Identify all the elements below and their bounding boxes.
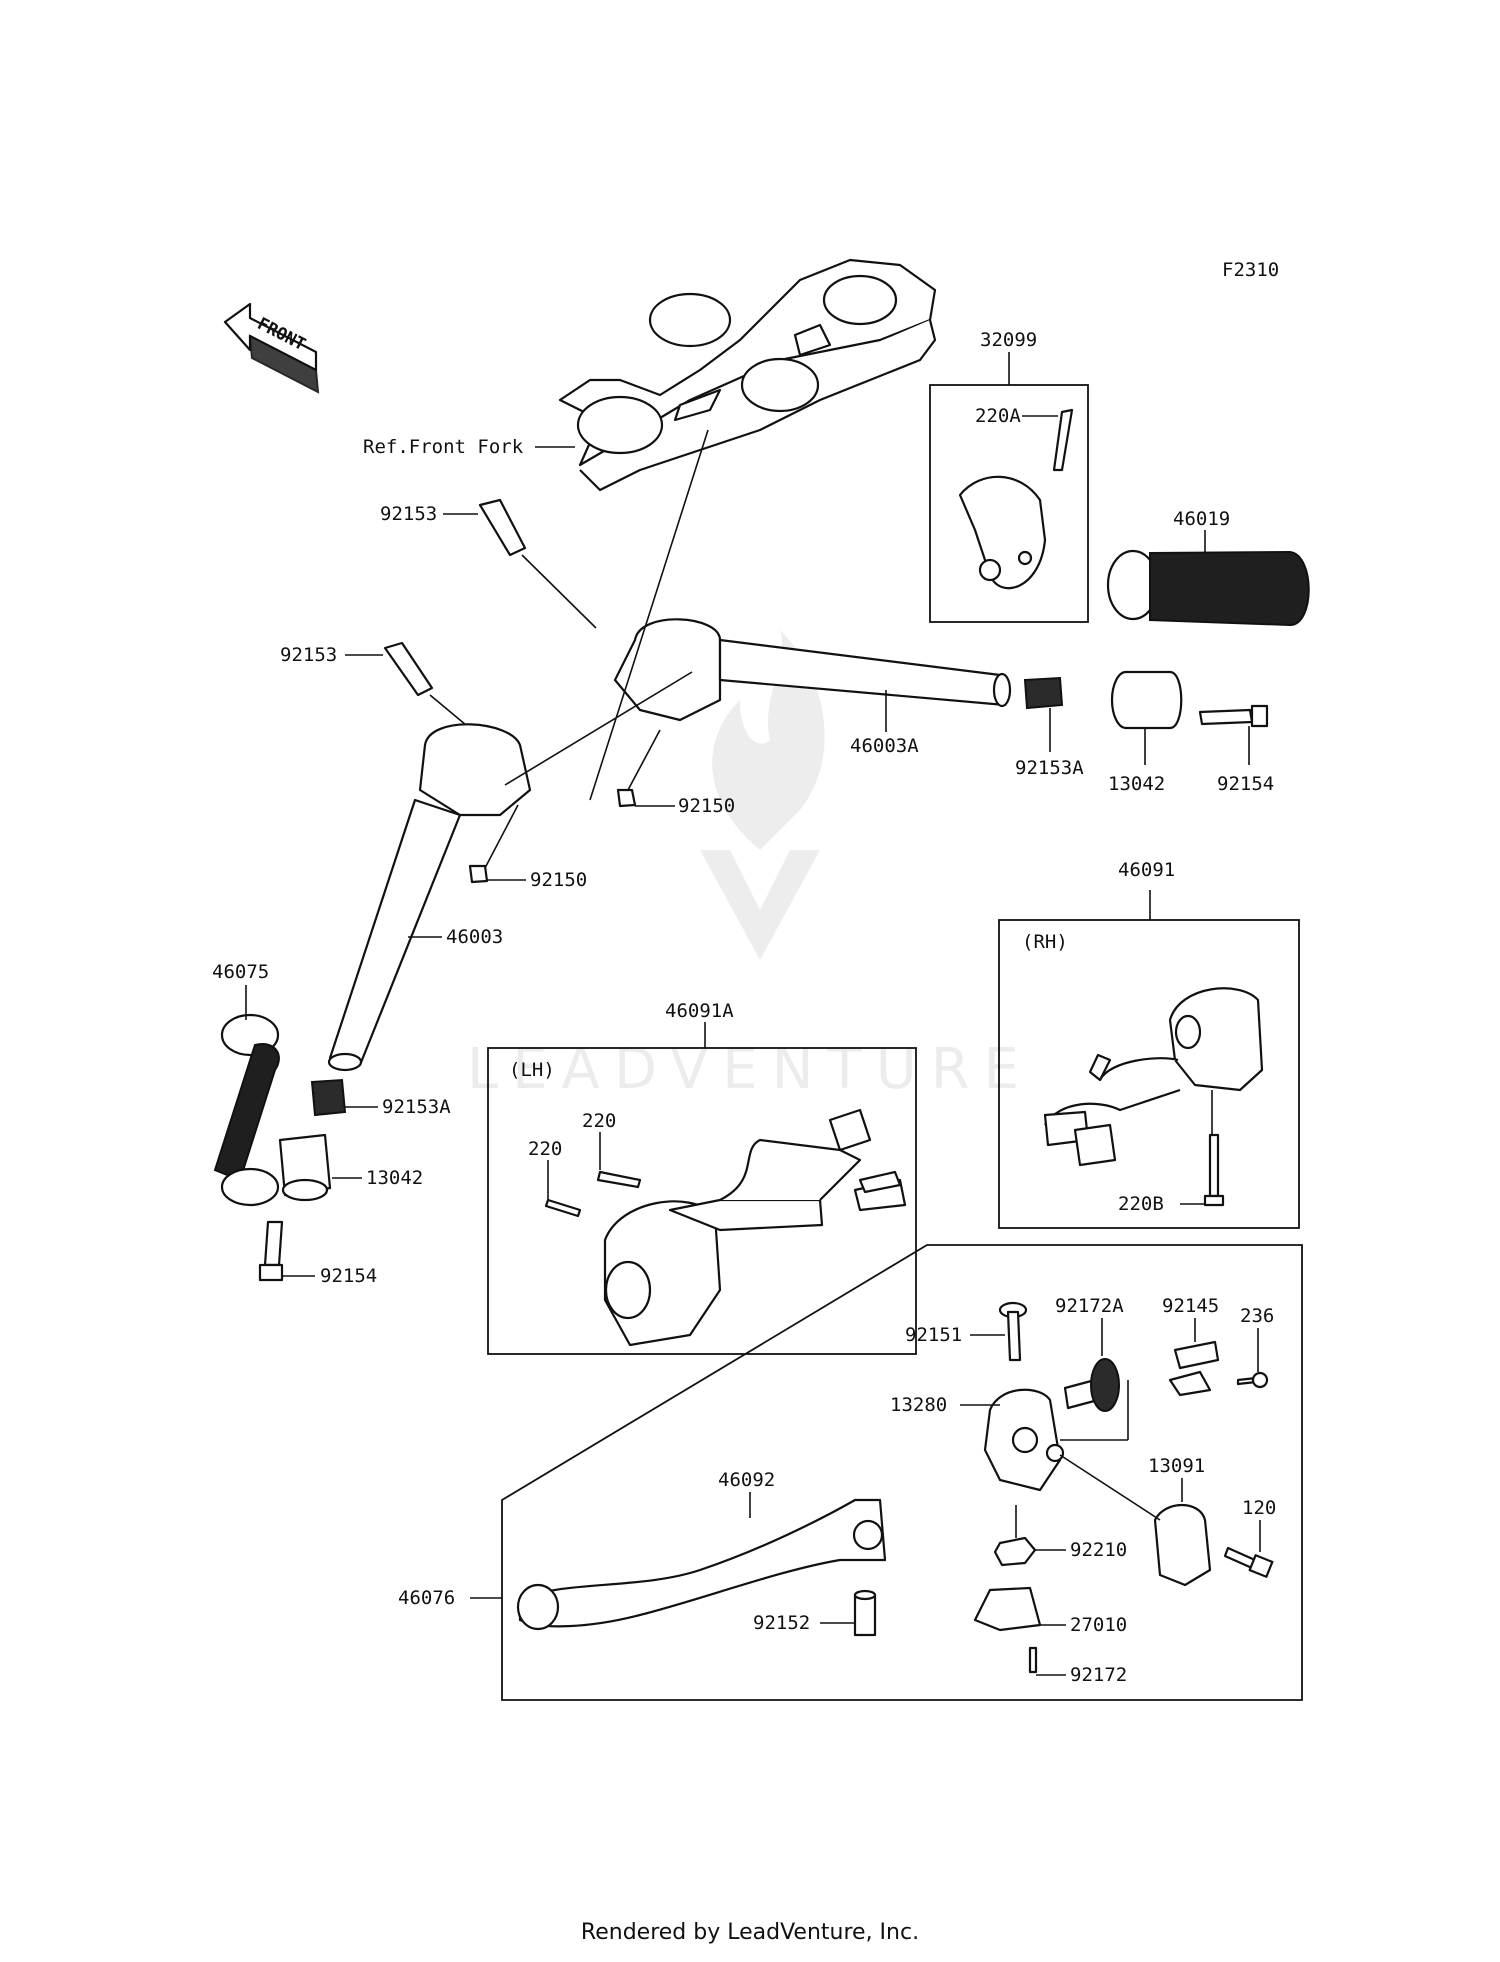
- label-92153-top: 92153: [380, 503, 437, 525]
- label-46075: 46075: [212, 961, 269, 983]
- lever-holder-13280: [983, 1388, 1065, 1492]
- clutch-lever-46092: [516, 1498, 887, 1631]
- adjuster-92172A: [1063, 1358, 1120, 1412]
- bolt-92153-left: [383, 641, 434, 697]
- label-220-a: 220: [528, 1138, 562, 1160]
- left-handlebar: [327, 723, 532, 1072]
- screw-92172: [1028, 1646, 1038, 1674]
- end-plug-right: [1023, 676, 1064, 710]
- label-220B: 220B: [1118, 1193, 1164, 1215]
- label-92154-left: 92154: [320, 1265, 377, 1287]
- label-92153A-right: 92153A: [1015, 757, 1084, 779]
- lever-group-box: [501, 1244, 1303, 1701]
- rh-switch-housing: [1043, 987, 1264, 1167]
- bolt-120: [1223, 1546, 1274, 1578]
- bolt-92154-left: [258, 1220, 284, 1282]
- label-46003A: 46003A: [850, 735, 919, 757]
- bolt-92154-right: [1198, 704, 1269, 728]
- right-handlebar: [613, 618, 1012, 722]
- bolt-92151: [998, 1301, 1028, 1362]
- label-220-b: 220: [582, 1110, 616, 1132]
- label-92151: 92151: [905, 1324, 962, 1346]
- label-92145: 92145: [1162, 1295, 1219, 1317]
- end-plug-left: [310, 1078, 347, 1117]
- label-46003: 46003: [446, 926, 503, 948]
- label-46092: 46092: [718, 1469, 775, 1491]
- bar-end-weight-right: [1110, 670, 1183, 730]
- rh-tag: (RH): [1022, 931, 1068, 953]
- screw-236: [1236, 1371, 1269, 1389]
- lh-switch-box: [487, 1047, 917, 1355]
- throttle-housing: [958, 408, 1074, 590]
- clamp-13091: [1153, 1504, 1212, 1587]
- label-32099: 32099: [980, 329, 1037, 351]
- label-13280: 13280: [890, 1394, 947, 1416]
- label-27010: 27010: [1070, 1614, 1127, 1636]
- label-46076: 46076: [398, 1587, 455, 1609]
- label-92154-right: 92154: [1217, 773, 1274, 795]
- lh-switch-housing: [544, 1108, 907, 1347]
- label-46091: 46091: [1118, 859, 1175, 881]
- label-92152: 92152: [753, 1612, 810, 1634]
- label-92150-b: 92150: [530, 869, 587, 891]
- left-grip: [213, 1013, 280, 1207]
- bolt-92153-top: [478, 498, 527, 557]
- label-46091A: 46091A: [665, 1000, 734, 1022]
- footer-credit: Rendered by LeadVenture, Inc.: [580, 1920, 920, 1945]
- label-13042-right: 13042: [1108, 773, 1165, 795]
- label-92210: 92210: [1070, 1539, 1127, 1561]
- label-120: 120: [1242, 1497, 1276, 1519]
- label-13042-left: 13042: [366, 1167, 423, 1189]
- nut-92210: [993, 1536, 1037, 1567]
- top-triple-clamp: [558, 258, 937, 492]
- ref-front-fork-label: Ref.Front Fork: [363, 436, 524, 458]
- switch-27010: [973, 1586, 1042, 1632]
- label-13091: 13091: [1148, 1455, 1205, 1477]
- label-92172A: 92172A: [1055, 1295, 1124, 1317]
- label-46019: 46019: [1173, 508, 1230, 530]
- right-grip: [1106, 549, 1310, 627]
- spring-92145: [1168, 1340, 1220, 1397]
- rh-switch-box: [998, 919, 1300, 1229]
- screw-92150-a: [616, 788, 637, 808]
- label-92153A-left: 92153A: [382, 1096, 451, 1118]
- front-arrow-icon: FRONT: [223, 302, 320, 394]
- bar-end-weight-left: [278, 1133, 332, 1202]
- figure-code: F2310: [1222, 259, 1279, 281]
- label-220A: 220A: [975, 405, 1021, 427]
- lh-tag: (LH): [509, 1059, 555, 1081]
- screw-92150-b: [468, 864, 489, 884]
- label-92153-left: 92153: [280, 644, 337, 666]
- collar-92152: [853, 1589, 877, 1637]
- label-92150-a: 92150: [678, 795, 735, 817]
- label-236: 236: [1240, 1305, 1274, 1327]
- screw-220B: [1203, 1133, 1225, 1207]
- label-92172: 92172: [1070, 1664, 1127, 1686]
